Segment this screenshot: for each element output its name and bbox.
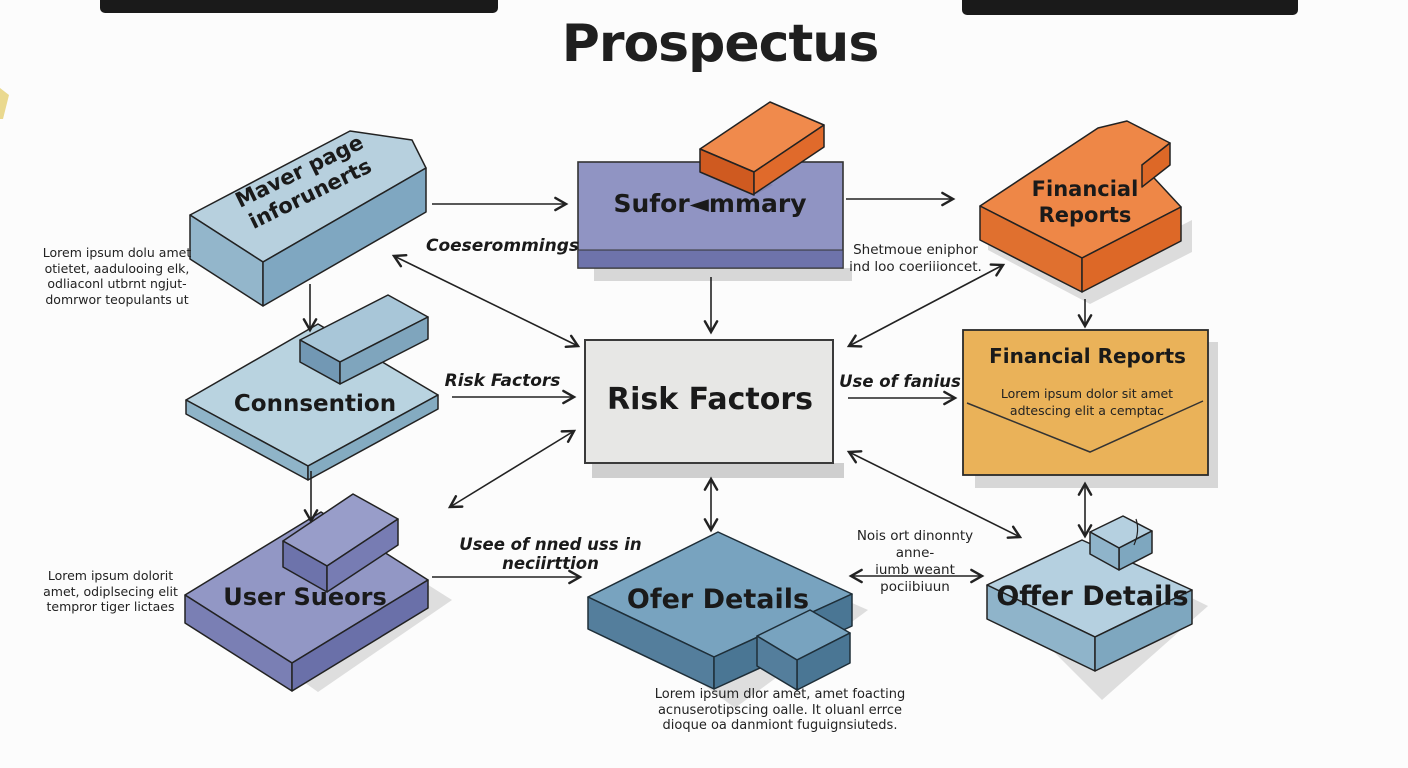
annotation-left-top-line1: Lorem ipsum dolu amet [42,245,192,260]
annotation-bottom: Lorem ipsum dlor amet, amet foacting acn… [650,687,910,734]
financial-reports-box-title: Financial Reports [989,344,1186,368]
annotation-left-top-line4: domrwor teopulants ut [45,291,189,307]
edge-label-nois-line2: iumb weant pociibiuun [875,562,955,595]
summary-box-shape [577,101,844,269]
user-sueors-block-label: User Sueors [223,583,387,611]
edge-label-risk-factors: Risk Factors [444,371,561,391]
annotation-left-bottom: Lorem ipsum dolorit amet, odiplsecing el… [38,568,183,615]
annotation-bottom-line3: dioque oa danmiont fuguignsiuteds. [662,718,898,733]
risk-factors-box-label: Risk Factors [606,382,813,417]
edge-label-use-of-fanius: Use of fanius [839,372,961,391]
annotation-left-bottom-line2: amet, odiplsecing elit [43,583,178,599]
annotation-left-top-line2: otietet, aadulooing elk, [44,260,190,276]
annotation-bottom-line1: Lorem ipsum dlor amet, amet foacting [654,687,906,702]
offer-details-block-label: Offer Details [996,581,1189,612]
ofer-details-block-label: Ofer Details [626,584,810,615]
maver-block-shape [189,130,427,307]
annotation-left-bottom-line3: tempror tiger lictaes [46,599,175,614]
left-edge-artifact [0,88,9,119]
edge-label-shetmoue-line1: Shetmoue eniphor [853,242,978,258]
risk-factors-box-shape [584,339,834,464]
annotation-left-bottom-line1: Lorem ipsum dolorit [47,568,174,583]
top-right-bar [962,0,1298,15]
financial-reports-box-body: Lorem ipsum dolor sit amet adtescing eli… [982,385,1192,419]
edge-label-nois-line1: Nois ort dinonnty anne- [856,528,974,561]
connsention-block-label: Connsention [233,391,397,417]
page-title: Prospectus [561,14,880,74]
edge-label-shetmoue-line2: ind loo coeriiioncet. [849,259,982,275]
financial-reports-block-shape [979,120,1182,293]
user-sueors-block-shape [184,493,429,692]
financial-reports-line1: Financial [1031,177,1139,201]
annotation-left-top: Lorem ipsum dolu amet otietet, aadulooin… [42,245,192,307]
chevron-line [966,400,1204,453]
financial-reports-box-body-line2: adtescing elit a cemptac [1009,403,1165,418]
annotation-left-top-line3: odliaconl utbrnt ngjut- [47,276,187,291]
ofer-details-block-shape [587,531,853,691]
summary-box-label: Sufor◄mmary [613,189,807,218]
financial-reports-block-label: Financial Reports [1000,176,1170,228]
edge-label-usee-of-nned: Usee of nned uss in neciirttion [459,535,642,573]
edge-label-shetmoue: Shetmoue eniphor ind loo coeriiioncet. [843,242,988,276]
offer-details-block-shape [986,515,1193,672]
financial-reports-box-body-line1: Lorem ipsum dolor sit amet [1000,386,1174,401]
financial-reports-line2: Reports [1038,203,1132,227]
annotation-bottom-line2: acnuserotipscing oalle. It oluanl errce [657,702,903,718]
edge-label-coeserommings: Coeserommings [425,236,580,256]
connsention-block-shape [185,294,439,481]
top-left-bar [100,0,498,13]
edge-label-nois: Nois ort dinonnty anne- iumb weant pocii… [840,528,990,596]
flow-arrows [302,191,1093,585]
